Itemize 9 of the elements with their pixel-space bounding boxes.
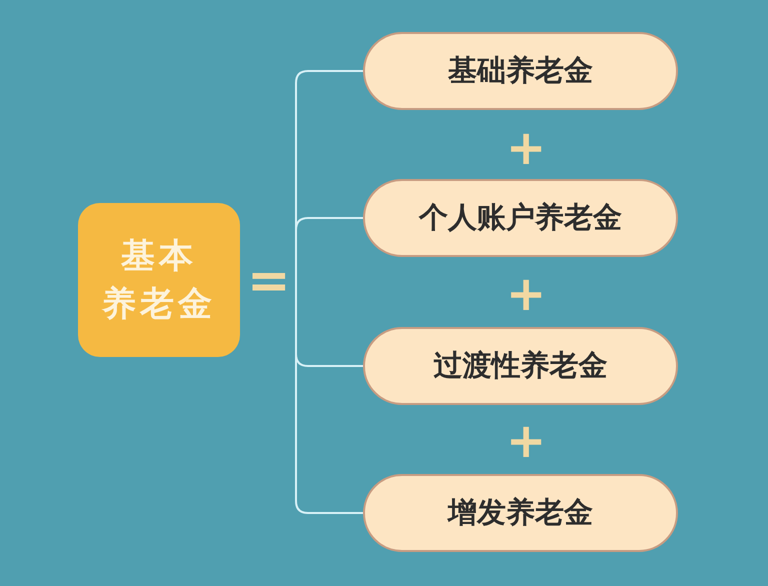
pill-box: 增发养老金 bbox=[363, 474, 678, 552]
pill-box: 个人账户养老金 bbox=[363, 179, 678, 257]
plus-sign: + bbox=[506, 417, 546, 465]
plus-sign: + bbox=[506, 270, 546, 318]
pill-box: 基础养老金 bbox=[363, 32, 678, 110]
equals-sign: = bbox=[247, 255, 291, 307]
plus-sign: + bbox=[506, 124, 546, 172]
pill-box: 过渡性养老金 bbox=[363, 327, 678, 405]
title-box: 基本养老金 bbox=[78, 203, 240, 357]
